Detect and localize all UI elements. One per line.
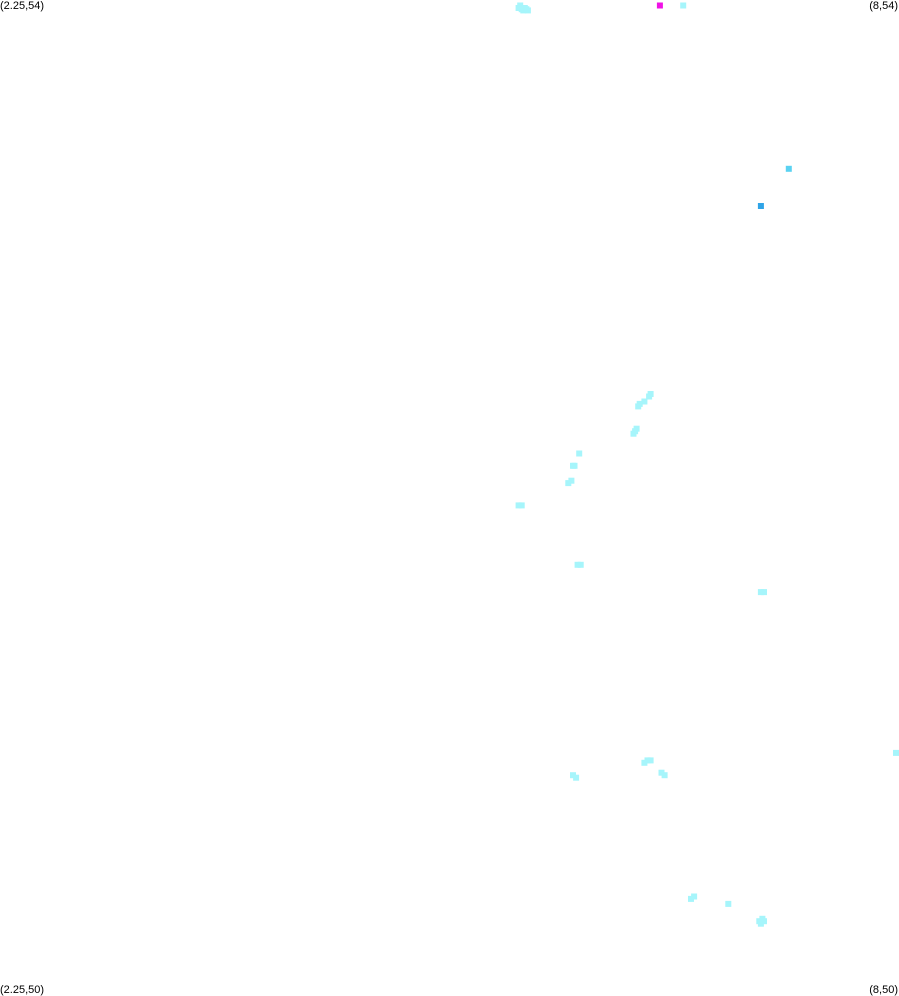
data-point: [518, 6, 525, 13]
corner-label-top-left: (2.25,54): [0, 0, 45, 12]
data-point: [577, 561, 584, 568]
data-point: [515, 502, 522, 509]
corner-label-bottom-right: (8,50): [869, 984, 898, 996]
data-point: [757, 589, 764, 596]
data-point: [656, 2, 663, 9]
data-point: [658, 769, 665, 776]
data-point: [761, 589, 767, 596]
data-point: [576, 450, 583, 457]
data-point: [661, 772, 668, 779]
data-point: [518, 502, 525, 509]
data-point: [725, 900, 732, 907]
data-point: [641, 398, 648, 405]
data-point: [641, 759, 648, 766]
data-point: [570, 772, 576, 779]
data-point: [574, 561, 581, 568]
data-point: [647, 757, 654, 764]
data-point: [568, 477, 575, 484]
data-point: [646, 393, 653, 400]
data-point: [565, 480, 572, 487]
data-point: [644, 757, 651, 764]
data-point: [785, 165, 792, 172]
data-point: [680, 2, 687, 9]
data-point: [688, 895, 694, 902]
data-point: [570, 462, 576, 469]
data-point: [761, 918, 767, 925]
data-point: [573, 774, 580, 781]
data-point: [515, 5, 522, 11]
data-point: [635, 403, 642, 410]
corner-label-top-right: (8,54): [869, 0, 898, 12]
data-point: [691, 893, 698, 900]
corner-label-bottom-left: (2.25,50): [0, 984, 45, 996]
data-point: [630, 430, 637, 437]
data-point: [757, 920, 764, 927]
data-point: [523, 6, 530, 13]
data-point: [893, 749, 899, 756]
data-point: [757, 203, 764, 209]
